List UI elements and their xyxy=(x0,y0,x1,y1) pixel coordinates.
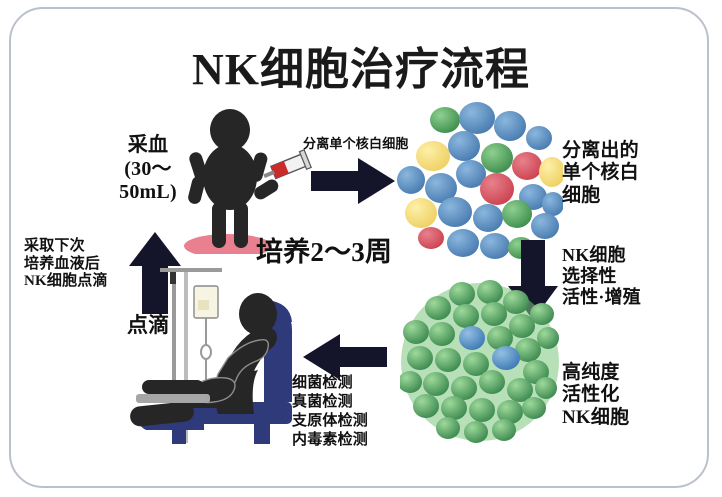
rounded-frame-border xyxy=(9,7,709,488)
label-quality-tests: 细菌检测 真菌检测 支原体检测 内毒素检测 xyxy=(292,375,369,449)
floor-ellipse xyxy=(184,234,272,254)
page-title: NK细胞治疗流程 xyxy=(192,45,530,94)
label-blood-draw: 采血 (30〜 50mL) xyxy=(119,134,177,204)
pbmc-cell-cluster xyxy=(393,96,563,261)
label-drip: 点滴 xyxy=(127,313,170,337)
arrow-up-left xyxy=(129,232,181,314)
blood-draw-illustration xyxy=(176,104,316,254)
label-isolated-pbmc: 分离出的 单个核白 细胞 xyxy=(562,140,639,206)
patient-head xyxy=(239,293,277,335)
label-separate-pbmc: 分离单个核白细胞 xyxy=(303,136,409,151)
label-high-purity-nk: 高纯度 活性化 NK细胞 xyxy=(562,362,630,428)
arrow-left-bottom xyxy=(303,334,387,380)
arrow-right-top xyxy=(311,158,395,204)
iv-pole-icon xyxy=(160,268,222,443)
syringe-icon xyxy=(263,149,312,180)
label-next-draw: 采取下次 培养血液后 NK细胞点滴 xyxy=(24,238,108,290)
nk-cell-cluster xyxy=(400,278,560,446)
label-nk-selective: NK细胞 选择性 活性·增殖 xyxy=(562,245,642,308)
infusion-chair-illustration xyxy=(120,262,340,447)
label-culture-period: 培养2〜3周 xyxy=(256,237,393,267)
